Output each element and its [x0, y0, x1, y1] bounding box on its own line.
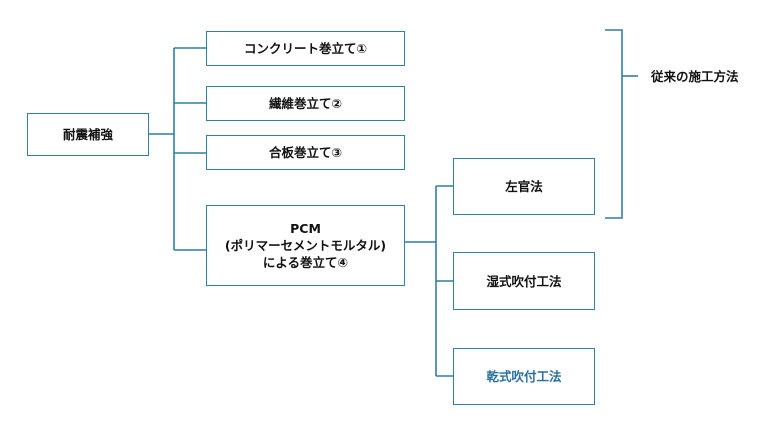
method-label-fiber: 繊維巻立て② — [268, 96, 343, 111]
pcm-label-line-2: (ポリマーセメントモルタル) — [224, 238, 387, 253]
traditional-methods-label: 従来の施工方法 — [651, 69, 739, 84]
pcm-label-line-3: による巻立て④ — [262, 255, 349, 270]
pcm-method-label-dry-spray: 乾式吹付工法 — [486, 369, 562, 384]
method-box-pcm-jacketing: PCM (ポリマーセメントモルタル) による巻立て④ — [206, 205, 405, 286]
method-label-concrete: コンクリート巻立て① — [243, 41, 368, 56]
root-label: 耐震補強 — [62, 127, 113, 142]
method-label-plywood: 合板巻立て③ — [268, 145, 343, 160]
pcm-label-line-1: PCM — [290, 221, 321, 236]
pcm-method-label-sakan: 左官法 — [505, 179, 543, 194]
pcm-method-label-wet-spray: 湿式吹付工法 — [486, 273, 562, 289]
pcm-method-box-dry-spray: 乾式吹付工法 — [453, 348, 595, 405]
traditional-bracket — [605, 29, 623, 219]
method-box-plywood-jacketing: 合板巻立て③ — [206, 135, 405, 170]
pcm-method-box-sakan: 左官法 — [453, 158, 595, 215]
method-box-fiber-jacketing: 繊維巻立て② — [206, 86, 405, 121]
root-box-seismic-reinforcement: 耐震補強 — [27, 113, 149, 156]
pcm-method-box-wet-spray: 湿式吹付工法 — [453, 252, 595, 310]
method-box-concrete-jacketing: コンクリート巻立て① — [206, 31, 405, 66]
